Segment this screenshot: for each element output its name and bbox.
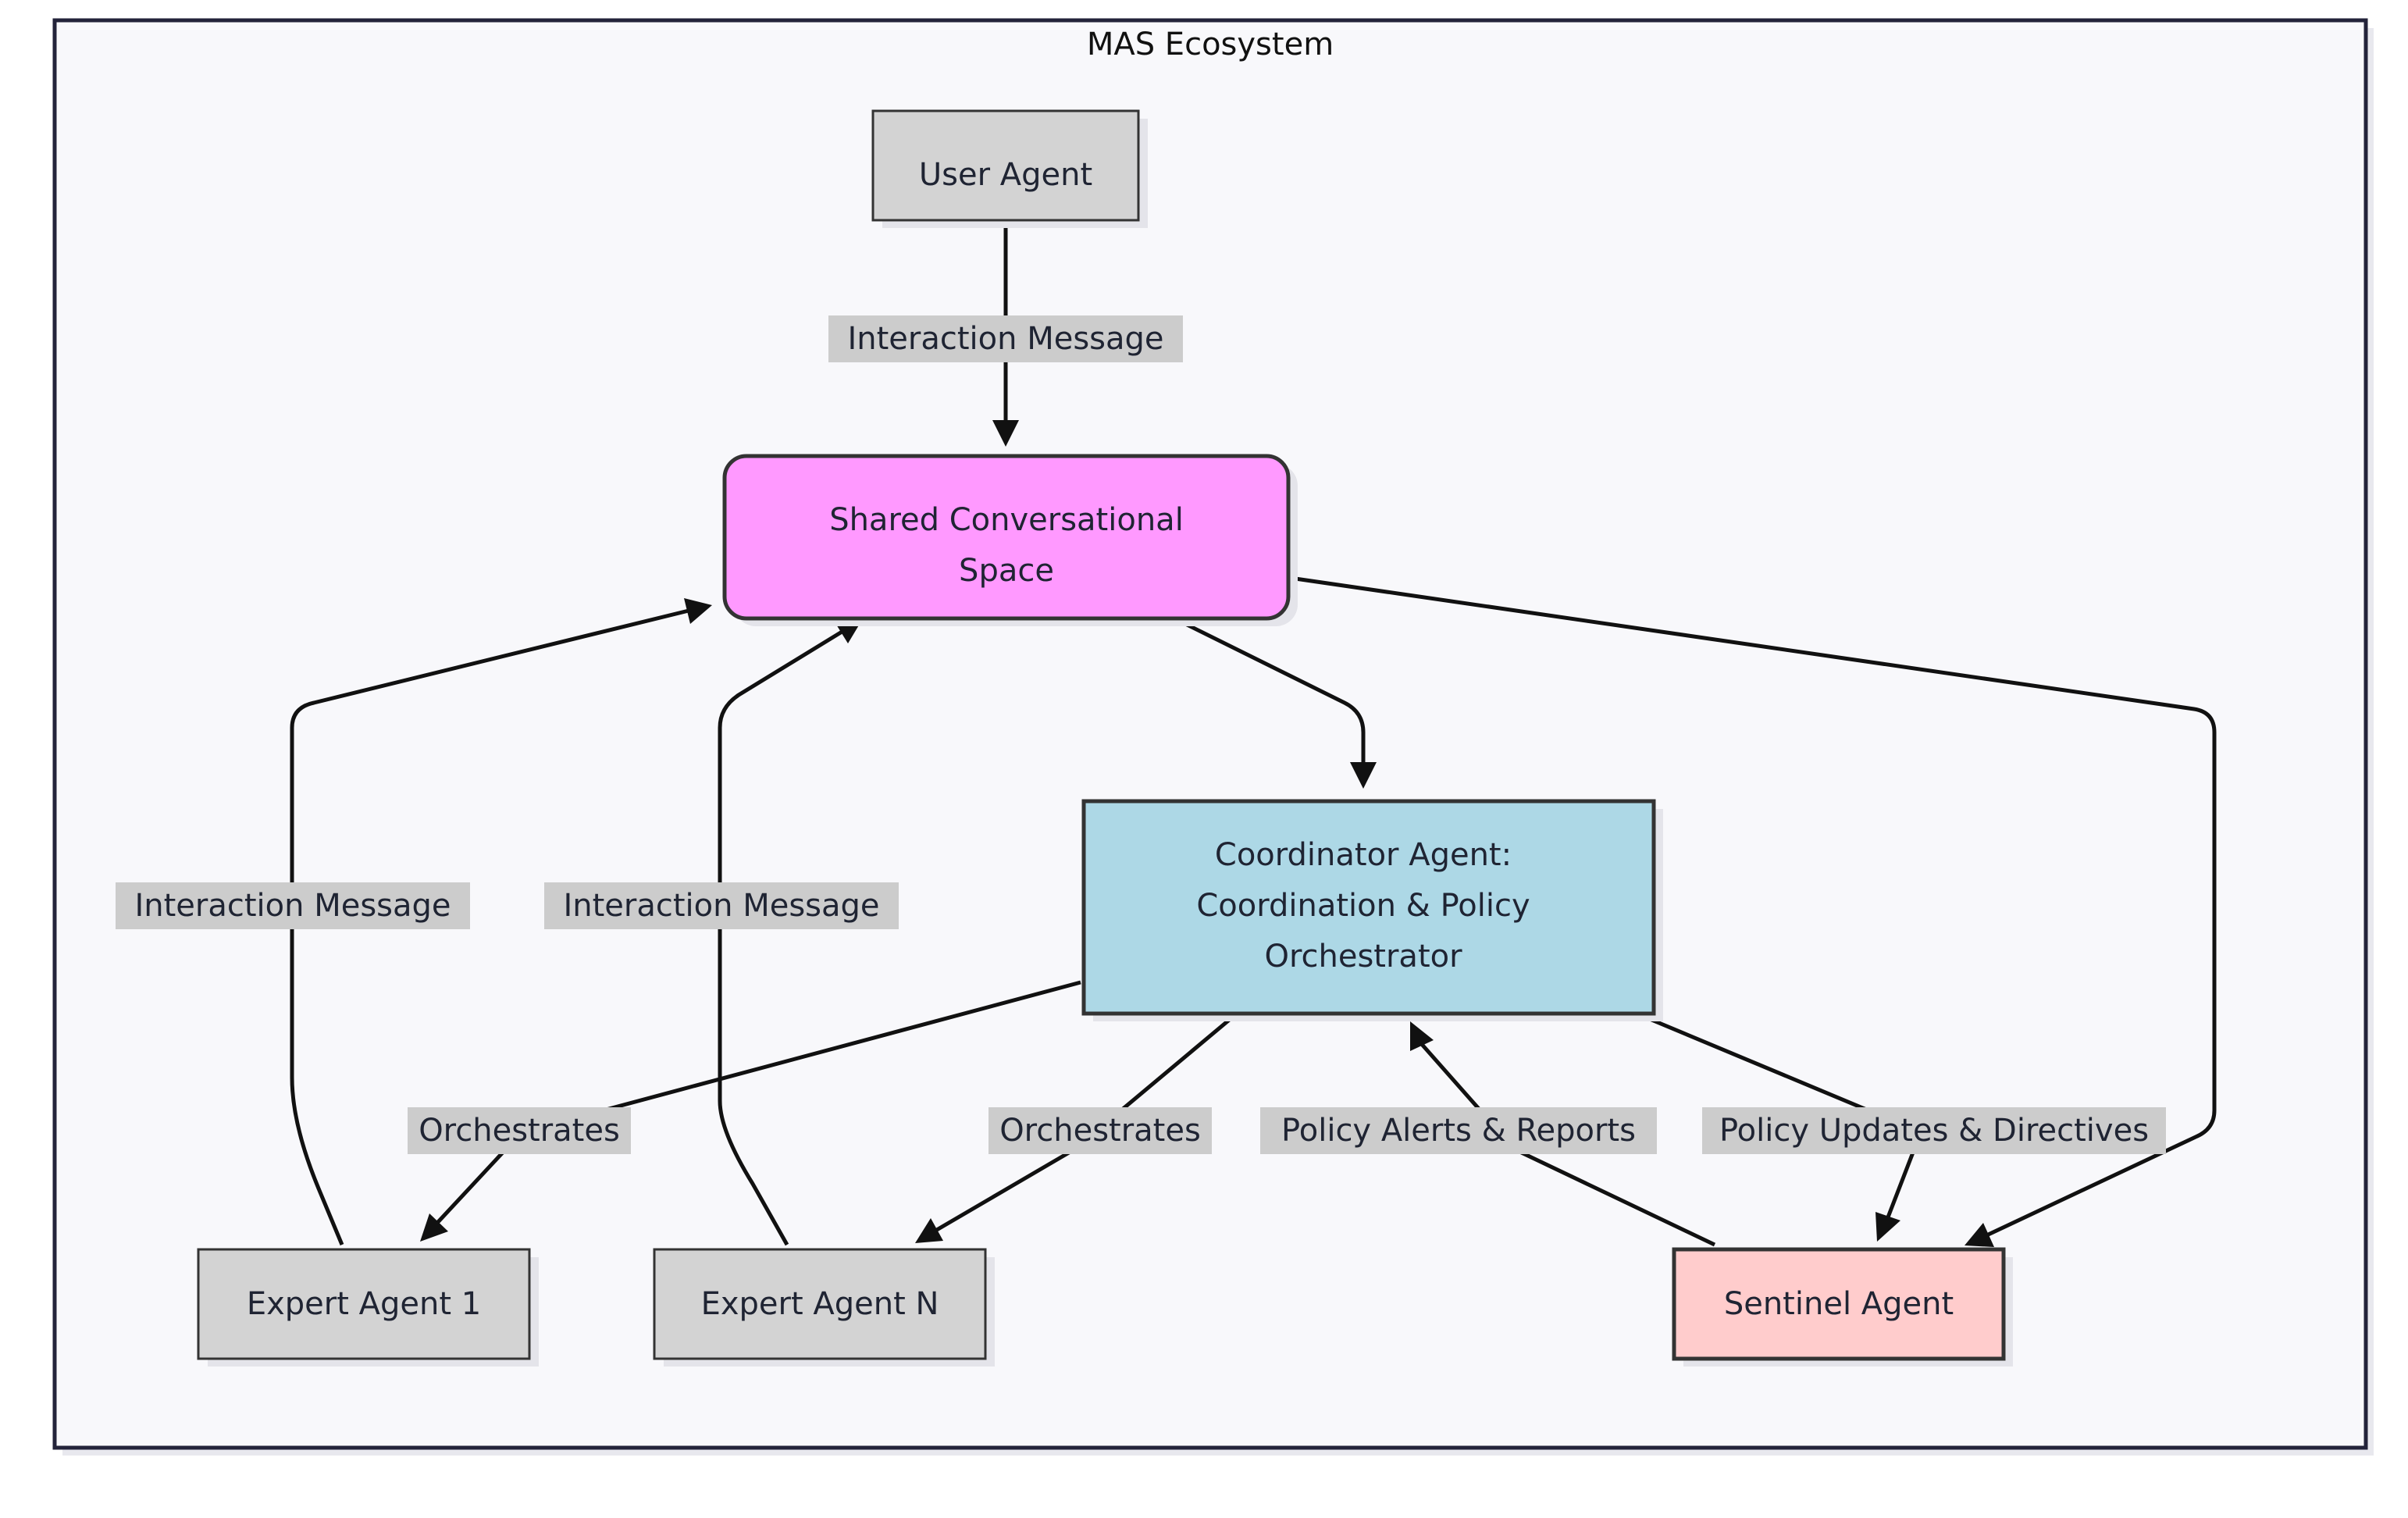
edge-label-coordinator-to-expertn: Orchestrates xyxy=(988,1107,1212,1154)
node-sentinel-label: Sentinel Agent xyxy=(1724,1286,1954,1322)
edge-label-expertn-to-shared: Interaction Message xyxy=(544,882,899,929)
edge-user-to-shared-arrowhead xyxy=(992,420,1019,447)
edge-label-coordinator-to-sentinel-text: Policy Updates & Directives xyxy=(1719,1113,2149,1149)
node-shared-conversational-space[interactable]: Shared Conversational Space xyxy=(722,454,1298,626)
edge-shared-to-sentinel xyxy=(1289,575,2217,1239)
edge-label-user-to-shared-text: Interaction Message xyxy=(847,321,1163,357)
edge-label-expert1-to-shared: Interaction Message xyxy=(116,882,470,929)
node-shared-space-label-line-2: Space xyxy=(959,553,1054,589)
node-coordinator-label-line-1: Coordinator Agent: xyxy=(1215,837,1512,873)
node-sentinel-agent[interactable]: Sentinel Agent xyxy=(1672,1247,2013,1367)
edge-label-sentinel-to-coordinator-text: Policy Alerts & Reports xyxy=(1281,1113,1636,1149)
edge-expert1-to-shared-arrowhead xyxy=(684,598,712,624)
edge-shared-to-sentinel-arrowhead xyxy=(1965,1223,1994,1247)
edge-label-coordinator-to-sentinel: Policy Updates & Directives xyxy=(1702,1107,2166,1154)
node-coordinator-label-line-3: Orchestrator xyxy=(1264,939,1462,975)
edge-coordinator-to-sentinel-arrowhead xyxy=(1875,1212,1900,1242)
edge-expertn-to-shared xyxy=(718,629,845,1246)
edge-coordinator-to-expertn-arrowhead xyxy=(915,1218,943,1243)
node-shared-space-label-line-1: Shared Conversational xyxy=(829,502,1184,538)
edge-coordinator-to-expert1-arrowhead xyxy=(420,1213,448,1242)
node-expert-1-label: Expert Agent 1 xyxy=(247,1286,481,1322)
edge-shared-to-coordinator-arrowhead xyxy=(1350,762,1377,789)
node-user-agent[interactable]: User Agent xyxy=(871,109,1148,228)
cluster-mas-ecosystem: MAS Ecosystem xyxy=(52,18,2374,1456)
cluster-title: MAS Ecosystem xyxy=(1087,27,1334,62)
edge-label-expertn-to-shared-text: Interaction Message xyxy=(563,888,879,924)
edge-shared-to-coordinator xyxy=(1170,615,1366,773)
node-coordinator-label-line-2: Coordination & Policy xyxy=(1196,888,1530,924)
edge-label-user-to-shared: Interaction Message xyxy=(828,315,1183,362)
node-coordinator-agent[interactable]: Coordinator Agent: Coordination & Policy… xyxy=(1081,799,1663,1021)
node-user-agent-label: User Agent xyxy=(919,157,1092,193)
node-expert-n-label: Expert Agent N xyxy=(701,1286,939,1322)
node-expert-agent-n[interactable]: Expert Agent N xyxy=(653,1248,995,1367)
edge-sentinel-to-coordinator-arrowhead xyxy=(1410,1021,1434,1051)
edge-label-expert1-to-shared-text: Interaction Message xyxy=(134,888,451,924)
edge-labels: Interaction Message Interaction Message … xyxy=(116,315,2166,1154)
nodes: User Agent Shared Conversational Space C… xyxy=(197,109,2013,1367)
edge-label-coordinator-to-expert1: Orchestrates xyxy=(408,1107,631,1154)
edge-expert1-to-shared xyxy=(290,608,689,1245)
edge-label-coordinator-to-expert1-text: Orchestrates xyxy=(419,1113,620,1149)
edge-label-coordinator-to-expertn-text: Orchestrates xyxy=(999,1113,1201,1149)
edge-label-sentinel-to-coordinator: Policy Alerts & Reports xyxy=(1260,1107,1657,1154)
node-expert-agent-1[interactable]: Expert Agent 1 xyxy=(197,1248,539,1367)
